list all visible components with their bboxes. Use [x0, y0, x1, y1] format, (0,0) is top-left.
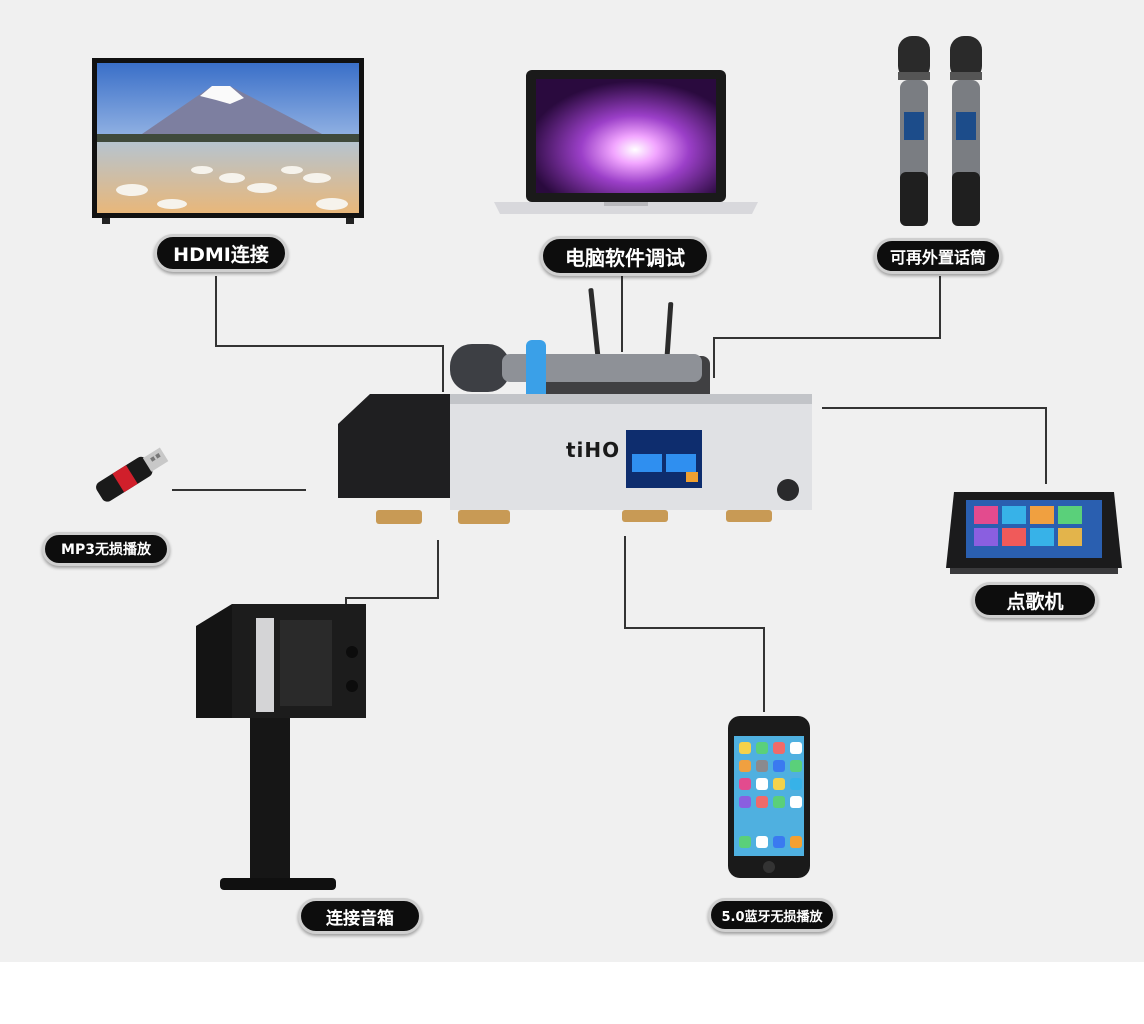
tv-icon — [92, 58, 364, 224]
connector-lines — [172, 276, 1047, 712]
line-jukebox — [822, 407, 1047, 484]
karaoke-processor — [338, 288, 812, 524]
label-external-mic: 可再外置话筒 — [874, 238, 1002, 274]
label-bluetooth: 5.0蓝牙无损播放 — [708, 898, 836, 932]
label-computer-debug: 电脑软件调试 — [540, 236, 710, 276]
line-bluetooth — [624, 536, 765, 712]
line-hdmi — [215, 276, 444, 392]
speaker-icon — [196, 604, 366, 890]
brand-logo: tiHO — [566, 438, 621, 462]
line-extmic — [713, 276, 941, 378]
label-jukebox: 点歌机 — [972, 582, 1098, 618]
usb-drive-icon — [96, 447, 169, 502]
label-speaker: 连接音箱 — [298, 898, 422, 934]
label-hdmi: HDMI连接 — [154, 234, 288, 272]
laptop-icon — [494, 70, 758, 214]
smartphone-icon — [728, 716, 810, 878]
jukebox-icon — [946, 492, 1122, 574]
diagram-canvas: tiHO — [0, 0, 1144, 962]
microphones-icon — [898, 36, 982, 226]
label-mp3: MP3无损播放 — [42, 532, 170, 566]
